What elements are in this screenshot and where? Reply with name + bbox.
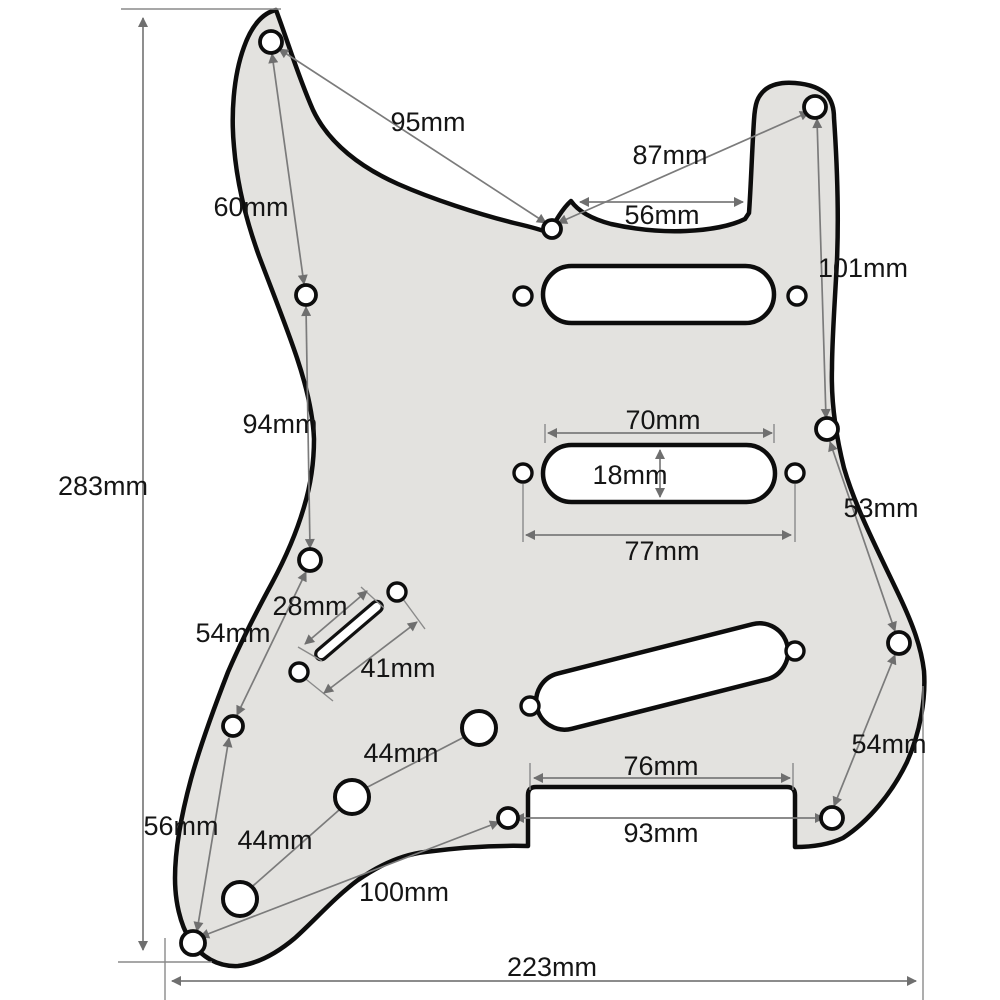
dim-line-94mm (301, 306, 315, 549)
dim-label-70mm: 70mm (625, 405, 700, 435)
screw-hole (814, 416, 840, 442)
dim-label-101mm: 101mm (818, 253, 908, 283)
extension-line (399, 594, 426, 630)
dim-label-53mm: 53mm (843, 493, 918, 523)
pickup-screw-hole (519, 695, 541, 717)
dim-label-100mm: 100mm (359, 877, 449, 907)
dim-line-95mm (278, 48, 547, 224)
switch-screw-hole (386, 581, 408, 603)
screw-hole (886, 630, 912, 656)
pickup-screw-hole (784, 462, 806, 484)
dimension-lines (118, 8, 924, 1000)
dim-label-54mm-left: 54mm (195, 618, 270, 648)
screw-hole (541, 218, 563, 240)
dim-label-76mm: 76mm (623, 751, 698, 781)
dim-line-44mm-upper (357, 732, 473, 793)
dim-line-60mm (268, 53, 308, 285)
pickup-screw-hole (512, 462, 534, 484)
dim-label-54mm-right: 54mm (851, 729, 926, 759)
pot-hole (333, 778, 371, 816)
switch-screw-hole (288, 661, 310, 683)
dim-label-28mm: 28mm (272, 591, 347, 621)
extension-line (297, 646, 323, 662)
dim-label-56mm-left: 56mm (143, 811, 218, 841)
dim-label-60mm: 60mm (213, 192, 288, 222)
pickup-screw-hole (786, 285, 808, 307)
screw-hole (258, 29, 284, 55)
pickup-screw-hole (512, 285, 534, 307)
dim-label-223mm: 223mm (507, 952, 597, 982)
extension-line (301, 675, 334, 702)
pot-hole (460, 709, 498, 747)
dim-line-101mm (812, 118, 831, 419)
dim-label-77mm: 77mm (624, 536, 699, 566)
screw-hole (819, 805, 845, 831)
screw-hole (496, 806, 520, 830)
dim-label-87mm: 87mm (632, 140, 707, 170)
dim-label-44mm-lower: 44mm (237, 825, 312, 855)
pot-holes (221, 709, 498, 918)
dim-label-56mm-top: 56mm (624, 200, 699, 230)
screw-hole (221, 714, 245, 738)
screw-hole (297, 547, 323, 573)
dim-label-94mm: 94mm (242, 409, 317, 439)
screw-hole (294, 283, 318, 307)
dim-line-54mm-left (236, 571, 307, 716)
dim-line-41mm (323, 621, 418, 694)
dim-line-100mm (199, 820, 500, 939)
screw-hole (802, 94, 828, 120)
dim-line-54mm-right (832, 654, 897, 807)
pickup-screw-hole (784, 640, 806, 662)
screw-hole (179, 929, 207, 957)
dim-line-28mm (304, 590, 368, 645)
dim-label-41mm: 41mm (360, 653, 435, 683)
dimension-labels: 283mm 223mm 95mm 60mm 87mm 56mm 101mm 94… (58, 107, 927, 982)
dim-label-18mm: 18mm (592, 460, 667, 490)
dim-line-53mm (828, 441, 897, 632)
dim-label-95mm: 95mm (390, 107, 465, 137)
neck-pickup-cutout (540, 263, 777, 326)
dim-label-44mm-upper: 44mm (363, 738, 438, 768)
screw-holes (179, 29, 912, 957)
dim-label-283mm: 283mm (58, 471, 148, 501)
pickup-screw-holes (288, 285, 808, 717)
dim-label-93mm: 93mm (623, 818, 698, 848)
pot-hole (221, 880, 259, 918)
